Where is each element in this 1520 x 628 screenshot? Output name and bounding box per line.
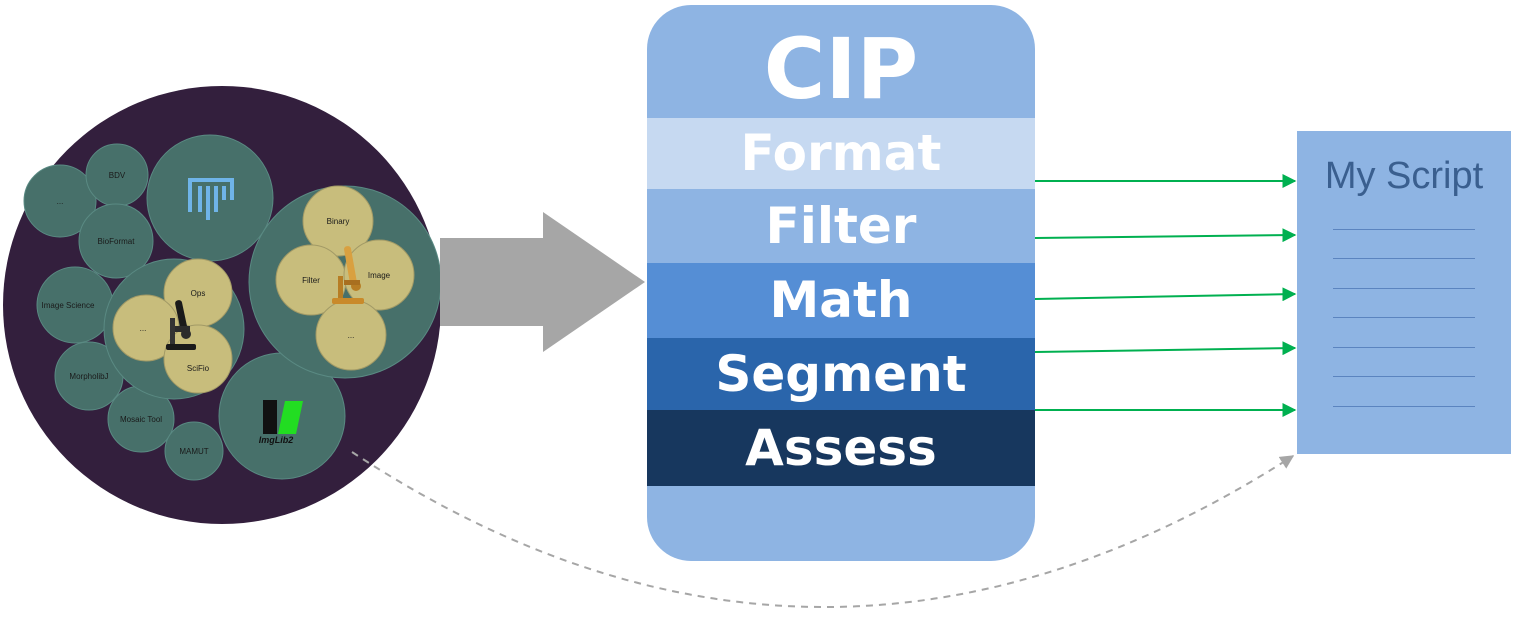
microscope-gold-icon — [332, 246, 364, 304]
script-title: My Script — [1324, 155, 1484, 197]
arrow-filter-to-script — [1034, 228, 1297, 243]
svg-text:Mosaic Tool: Mosaic Tool — [120, 415, 162, 424]
script-line — [1333, 317, 1475, 318]
svg-text:Image: Image — [368, 271, 391, 280]
script-line — [1333, 288, 1475, 289]
bubble-mamut: MAMUT — [164, 421, 224, 481]
cip-layer-assess: Assess — [647, 410, 1035, 486]
bubble-imagej-group: Ops ... SciFio — [103, 258, 245, 400]
svg-text:BDV: BDV — [109, 171, 126, 180]
script-line — [1333, 347, 1475, 348]
bubble-imglib2: ImgLib2 — [218, 352, 346, 480]
script-document: My Script — [1297, 131, 1511, 454]
bubble-imagej-ops-group: Binary Filter Image ... — [248, 185, 442, 379]
cip-layer-math-label: Math — [769, 271, 913, 329]
svg-text:MorpholibJ: MorpholibJ — [69, 372, 108, 381]
bubble-image: Image — [343, 239, 415, 311]
bubble-bioformat: BioFormat — [78, 203, 154, 279]
bubble-image-science: Image Science — [36, 266, 114, 344]
script-line — [1333, 376, 1475, 377]
bubble-unnamed-left: ... — [23, 164, 97, 238]
green-arrows — [1034, 174, 1297, 417]
svg-text:...: ... — [348, 331, 355, 340]
big-arrow-icon — [440, 212, 645, 352]
imglib2-logo-icon — [263, 400, 303, 434]
cip-layer-segment: Segment — [647, 338, 1035, 410]
cip-layer-format: Format — [647, 118, 1035, 189]
svg-text:MAMUT: MAMUT — [179, 447, 208, 456]
svg-text:Ops: Ops — [191, 289, 206, 298]
fiji-logo-icon — [188, 178, 234, 220]
dashed-arrow-ecosystem-to-script — [351, 451, 1295, 608]
svg-text:BioFormat: BioFormat — [98, 237, 136, 246]
cip-layer-filter-label: Filter — [765, 197, 917, 255]
svg-text:ImgLib2: ImgLib2 — [259, 435, 294, 445]
svg-text:...: ... — [140, 324, 147, 333]
cip-layer-format-label: Format — [740, 124, 942, 182]
svg-text:...: ... — [57, 197, 64, 206]
bubble-bdv: BDV — [85, 143, 149, 207]
bubble-mosaic-tool: Mosaic Tool — [107, 385, 175, 453]
cip-title: CIP — [763, 20, 919, 118]
script-line — [1333, 258, 1475, 259]
svg-text:Filter: Filter — [302, 276, 320, 285]
svg-text:SciFio: SciFio — [187, 364, 210, 373]
bubble-fiji — [146, 134, 274, 262]
microscope-icon — [166, 300, 196, 350]
svg-text:Binary: Binary — [327, 217, 350, 226]
cip-layer-assess-label: Assess — [745, 419, 937, 477]
bubble-binary: Binary — [302, 185, 374, 257]
bubble-scifio: SciFio — [163, 324, 233, 394]
cip-layer-segment-label: Segment — [715, 345, 967, 403]
arrow-segment-to-script — [1034, 341, 1297, 356]
cip-layer-math: Math — [647, 263, 1035, 338]
script-line — [1333, 229, 1475, 230]
svg-text:Image Science: Image Science — [42, 301, 95, 310]
cip-block: CIP Format Filter Math Segment Assess — [647, 5, 1035, 561]
bubble-ops-unnamed: ... — [315, 299, 387, 371]
arrow-math-to-script — [1034, 287, 1297, 302]
script-line — [1333, 406, 1475, 407]
cip-layer-filter: Filter — [647, 189, 1035, 263]
